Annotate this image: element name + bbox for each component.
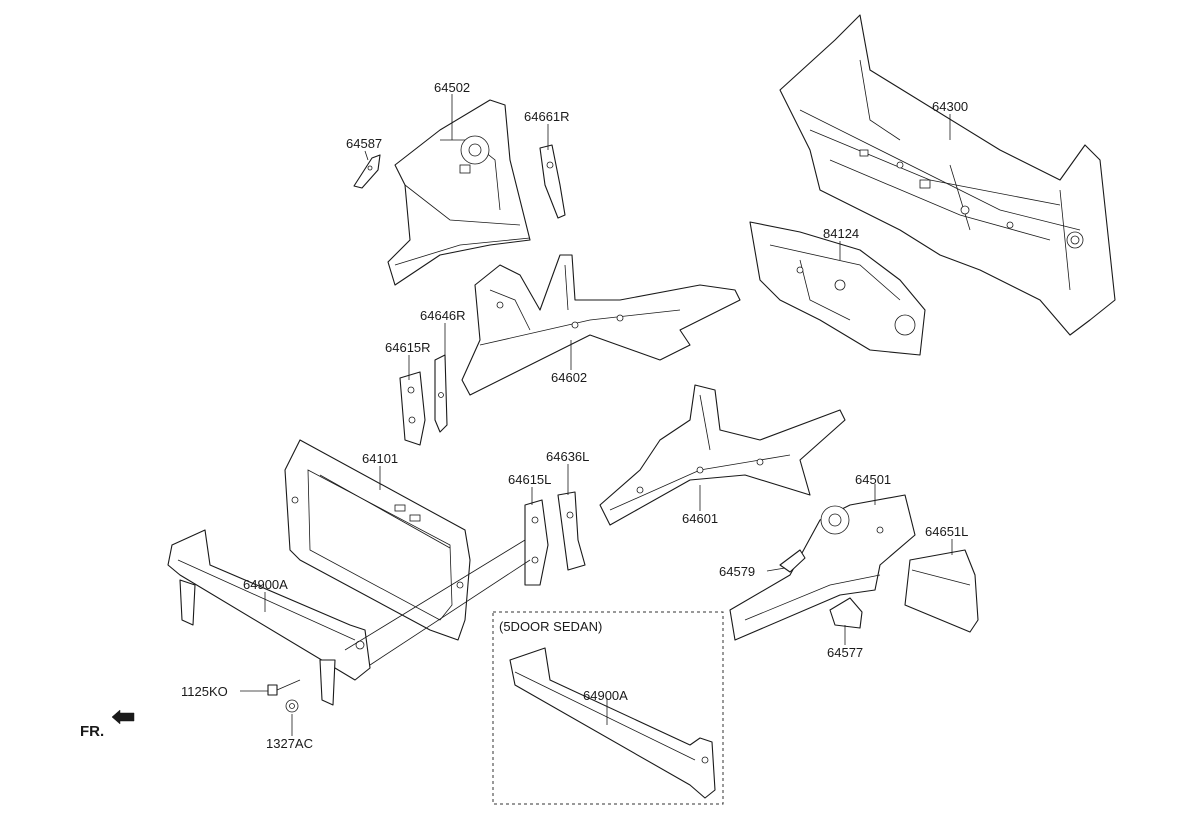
label-1327AC: 1327AC	[266, 736, 313, 751]
label-64615L: 64615L	[508, 472, 551, 487]
bumper-beam-sedan-part-64900A	[509, 647, 716, 799]
bolt-part-1125KO	[267, 679, 301, 696]
bracket-part-64636L	[557, 491, 586, 571]
bracket-part-64646R	[434, 354, 448, 433]
sedan-inset	[492, 611, 724, 805]
label-1125KO: 1125KO	[181, 684, 228, 699]
inset-title: (5DOOR SEDAN)	[499, 619, 602, 634]
label-64101: 64101	[362, 451, 398, 466]
label-64577: 64577	[827, 645, 863, 660]
side-member-part-64602	[461, 254, 741, 396]
label-64300: 64300	[932, 99, 968, 114]
dash-panel-part-64300	[779, 14, 1116, 336]
front-direction-arrow-icon	[111, 709, 135, 725]
fender-apron-part-64501	[729, 494, 916, 641]
inset-frame	[492, 611, 724, 805]
label-64501: 64501	[855, 472, 891, 487]
label-64900A-sedan: 64900A	[583, 688, 628, 703]
label-64900A-main: 64900A	[243, 577, 288, 592]
fender-apron-part-64502	[387, 99, 531, 286]
label-64502: 64502	[434, 80, 470, 95]
label-64636L: 64636L	[546, 449, 589, 464]
side-member-part-64601	[599, 384, 846, 526]
bracket-part-64615R	[399, 371, 426, 446]
bracket-part-64615L	[524, 499, 549, 586]
nut-part-1327AC	[285, 699, 299, 713]
label-64646R: 64646R	[420, 308, 466, 323]
panel-part-64651L	[904, 549, 979, 633]
label-64601: 64601	[682, 511, 718, 526]
radiator-support-part-64101	[284, 439, 471, 641]
label-64661R: 64661R	[524, 109, 570, 124]
label-64587: 64587	[346, 136, 382, 151]
label-64602: 64602	[551, 370, 587, 385]
dash-insulator-part-84124	[749, 221, 926, 356]
label-64651L: 64651L	[925, 524, 968, 539]
label-64615R: 64615R	[385, 340, 431, 355]
front-indicator: FR.	[80, 709, 135, 740]
front-label: FR.	[80, 723, 104, 740]
bracket-part-64579	[779, 549, 806, 573]
label-64579: 64579	[719, 564, 755, 579]
bracket-part-64587	[353, 154, 381, 189]
bracket-part-64577	[829, 597, 863, 629]
bumper-beam-part-64900A	[167, 529, 371, 706]
label-84124: 84124	[823, 226, 859, 241]
reinforcement-part-64661R	[539, 144, 566, 219]
